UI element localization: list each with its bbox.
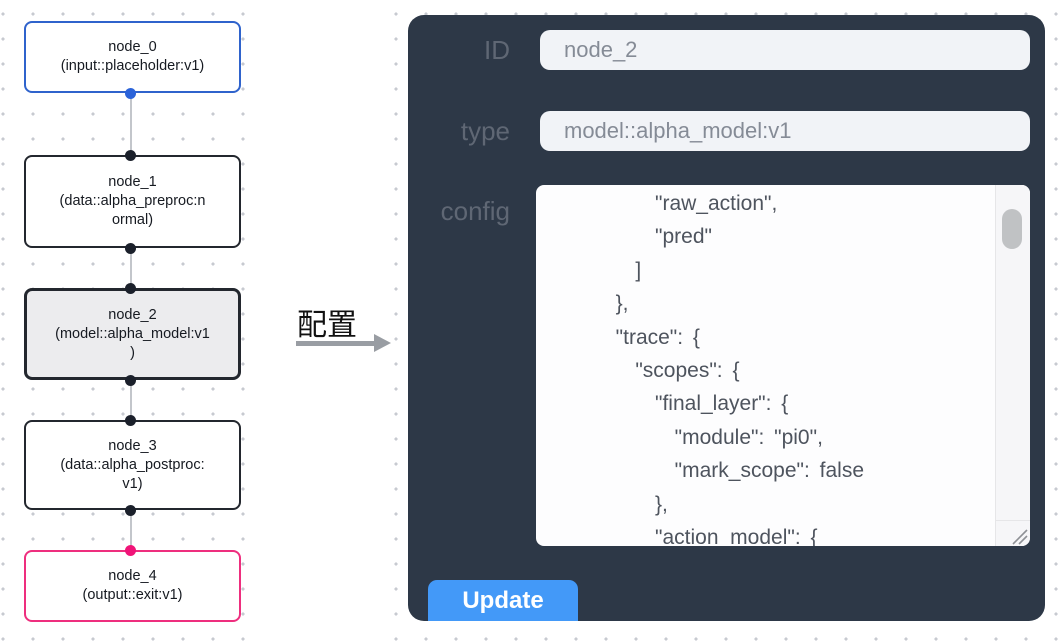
node-title: node_2 [108, 306, 157, 323]
port-out-node3[interactable] [125, 505, 136, 516]
node-title: node_0 [108, 39, 157, 55]
port-out-node0[interactable] [125, 88, 136, 99]
node-title: node_1 [108, 174, 157, 190]
port-in-node3[interactable] [125, 415, 136, 426]
flow-node-node1[interactable]: node_1 (data::alpha_preproc:n ormal) [24, 155, 241, 248]
node-type-label: (data::alpha_postproc: v1) [60, 456, 205, 492]
port-in-node1[interactable] [125, 150, 136, 161]
scrollbar-corner [995, 520, 1030, 546]
node-type-label: (output::exit:v1) [82, 587, 183, 603]
port-out-node2[interactable] [125, 375, 136, 386]
flow-node-node3[interactable]: node_3 (data::alpha_postproc: v1) [24, 420, 241, 510]
scrollbar-thumb[interactable] [1002, 209, 1022, 249]
flow-node-node2-selected[interactable]: node_2 (model::alpha_model:v1 ) [24, 288, 241, 380]
port-in-node4[interactable] [125, 545, 136, 556]
node-type-label: (model::alpha_model:v1 ) [55, 325, 210, 361]
type-field-label: type [460, 116, 510, 146]
config-annotation-label: 配置 [297, 309, 357, 342]
type-input[interactable]: model::alpha_model:v1 [540, 111, 1030, 151]
id-field-label: ID [484, 35, 510, 65]
flow-node-node0[interactable]: node_0 (input::placeholder:v1) [24, 21, 241, 93]
edge-node0-node1 [130, 93, 132, 155]
port-in-node2[interactable] [125, 283, 136, 294]
config-json-text: "raw_action", "pred" ] }, "trace": { "sc… [615, 192, 864, 546]
arrow-icon [296, 341, 376, 346]
node-config-panel: ID node_2 type model::alpha_model:v1 con… [408, 15, 1045, 621]
config-field-label: config [440, 196, 510, 226]
arrow-head-icon [374, 334, 391, 352]
update-button[interactable]: Update [428, 580, 578, 621]
resize-grip-icon[interactable] [1007, 524, 1029, 546]
edge-node2-node3 [130, 380, 132, 420]
id-input[interactable]: node_2 [540, 30, 1030, 70]
vertical-scrollbar[interactable] [995, 185, 1030, 520]
node-title: node_3 [108, 437, 157, 454]
port-out-node1[interactable] [125, 243, 136, 254]
edge-node3-node4 [130, 510, 132, 550]
node-title: node_4 [108, 568, 157, 584]
node-type-label: (data::alpha_preproc:n ormal) [59, 193, 206, 228]
config-textarea[interactable]: "raw_action", "pred" ] }, "trace": { "sc… [536, 185, 1030, 546]
node-type-label: (input::placeholder:v1) [60, 58, 205, 74]
flow-node-node4[interactable]: node_4 (output::exit:v1) [24, 550, 241, 622]
edge-node1-node2 [130, 248, 132, 288]
